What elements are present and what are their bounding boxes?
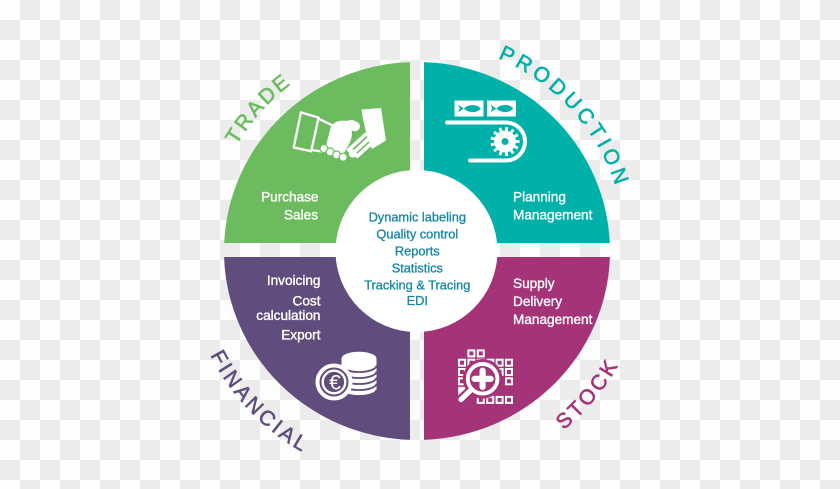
svg-text:Export: Export — [281, 328, 321, 343]
svg-text:Supply: Supply — [513, 276, 555, 291]
svg-text:Delivery: Delivery — [513, 294, 562, 309]
svg-text:Tracking & Tracing: Tracking & Tracing — [364, 278, 470, 293]
svg-text:EDI: EDI — [407, 293, 428, 308]
svg-text:Management: Management — [513, 312, 593, 327]
svg-text:Planning: Planning — [513, 190, 566, 205]
svg-text:Purchase: Purchase — [261, 190, 318, 205]
svg-text:Quality control: Quality control — [376, 227, 458, 242]
svg-text:Invoicing: Invoicing — [267, 273, 321, 288]
svg-text:calculation: calculation — [256, 308, 320, 323]
svg-text:Statistics: Statistics — [392, 261, 443, 276]
svg-text:Sales: Sales — [284, 208, 318, 223]
svg-text:€: € — [329, 372, 341, 395]
svg-text:Management: Management — [513, 208, 593, 223]
svg-text:Reports: Reports — [395, 244, 440, 259]
svg-text:Dynamic labeling: Dynamic labeling — [369, 210, 466, 225]
svg-text:Cost: Cost — [293, 294, 321, 309]
